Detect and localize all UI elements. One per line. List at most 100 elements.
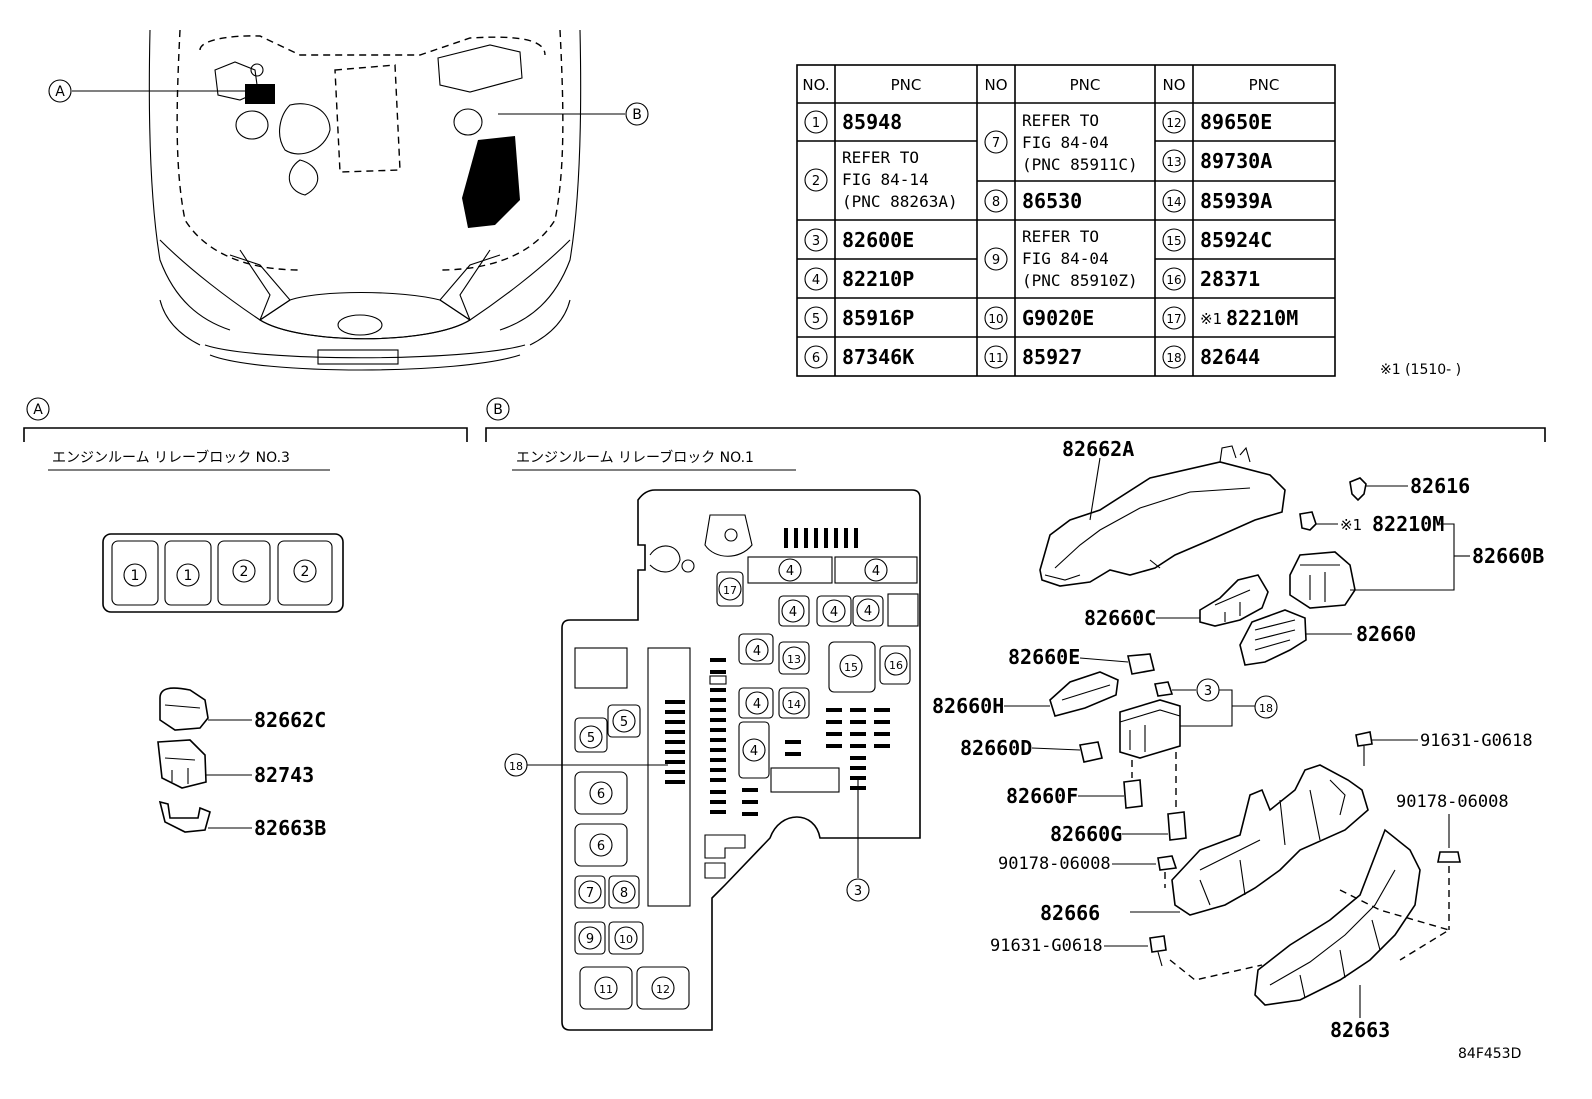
table-footnote: ※1 (1510- ) xyxy=(1380,362,1461,378)
part-bolt-91631-top: 91631-G0618 xyxy=(1355,731,1533,766)
marker-b-overview: B xyxy=(625,102,649,126)
part-82662a-cover: 82662A xyxy=(1039,437,1286,587)
table-row: 2 REFER TO FIG 84-14 (PNC 88263A) xyxy=(804,148,958,211)
callout-3-bottom: 3 xyxy=(846,780,870,902)
parts-table: NO. PNC NO PNC NO PNC 1 85948 2 REFER TO… xyxy=(796,64,1336,377)
svg-text:4: 4 xyxy=(786,564,794,579)
part-82210m: ※1 82210M xyxy=(1299,511,1455,591)
svg-text:82660C: 82660C xyxy=(1084,606,1156,630)
svg-text:FIG 84-14: FIG 84-14 xyxy=(842,170,929,189)
section-a-bracket xyxy=(23,427,468,442)
svg-text:FIG 84-04: FIG 84-04 xyxy=(1022,133,1109,152)
table-header: NO. PNC NO PNC NO PNC xyxy=(802,76,1279,94)
svg-text:REFER TO: REFER TO xyxy=(842,148,919,167)
part-82663b: 82663B xyxy=(158,800,326,840)
svg-text:5: 5 xyxy=(812,312,820,327)
svg-text:※1: ※1 xyxy=(1200,310,1222,328)
svg-text:86530: 86530 xyxy=(1022,189,1082,213)
part-82660d: 82660D xyxy=(960,736,1103,763)
svg-text:PNC: PNC xyxy=(1070,76,1101,94)
svg-text:5: 5 xyxy=(587,731,595,746)
svg-text:82644: 82644 xyxy=(1200,345,1260,369)
marker-a-section: A xyxy=(26,397,50,421)
part-nut-90178-right: 90178-06008 xyxy=(1396,792,1509,863)
part-82660f: 82660F xyxy=(1006,779,1143,809)
svg-text:4: 4 xyxy=(753,697,761,712)
svg-text:91631-G0618: 91631-G0618 xyxy=(990,936,1103,956)
marker-a-overview: A xyxy=(48,79,72,103)
svg-text:3: 3 xyxy=(854,884,862,899)
relay-block-no3: 1 1 2 2 xyxy=(102,533,344,613)
svg-text:8: 8 xyxy=(620,886,628,901)
table-row: 18 82644 xyxy=(1162,345,1260,369)
svg-text:90178-06008: 90178-06008 xyxy=(998,854,1111,874)
vehicle-overview xyxy=(72,29,625,371)
svg-text:10: 10 xyxy=(988,312,1003,326)
relay-block-no3-location xyxy=(245,84,275,104)
part-relay-3: 3 xyxy=(1154,678,1220,702)
svg-text:13: 13 xyxy=(1166,155,1181,169)
part-82660g: 82660G xyxy=(1050,811,1187,846)
svg-text:82210M: 82210M xyxy=(1372,512,1444,536)
part-82660: 82660 xyxy=(1239,609,1416,666)
svg-text:12: 12 xyxy=(1166,116,1181,130)
part-82663: 82663 xyxy=(1254,828,1421,1042)
svg-text:14: 14 xyxy=(787,698,801,711)
svg-text:85924C: 85924C xyxy=(1200,228,1272,252)
svg-text:17: 17 xyxy=(1166,312,1181,326)
part-82660e: 82660E xyxy=(1008,645,1155,675)
svg-text:6: 6 xyxy=(812,351,820,366)
table-row: 3 82600E xyxy=(804,228,914,252)
table-row: 17 ※1 82210M xyxy=(1162,306,1298,330)
svg-text:16: 16 xyxy=(889,659,903,672)
svg-text:4: 4 xyxy=(812,273,820,288)
svg-text:4: 4 xyxy=(872,564,880,579)
part-bolt-91631-bottom: 91631-G0618 xyxy=(990,935,1167,967)
svg-text:3: 3 xyxy=(1204,684,1212,699)
svg-text:4: 4 xyxy=(753,644,761,659)
section-b-title: エンジンルーム リレーブロック NO.1 xyxy=(516,449,754,466)
table-row: 15 85924C xyxy=(1162,228,1272,252)
svg-text:4: 4 xyxy=(750,744,758,759)
svg-text:16: 16 xyxy=(1166,273,1181,287)
svg-text:6: 6 xyxy=(597,839,605,854)
svg-text:7: 7 xyxy=(586,886,594,901)
table-row: 6 87346K xyxy=(804,345,914,369)
svg-text:※1: ※1 xyxy=(1340,516,1362,534)
svg-text:(PNC 85910Z): (PNC 85910Z) xyxy=(1022,271,1138,290)
svg-text:91631-G0618: 91631-G0618 xyxy=(1420,731,1533,751)
part-82743: 82743 xyxy=(157,739,314,789)
svg-text:18: 18 xyxy=(1166,351,1181,365)
section-b-bracket xyxy=(485,427,1546,442)
svg-text:15: 15 xyxy=(1166,234,1181,248)
svg-text:8: 8 xyxy=(992,195,1000,210)
svg-text:82660H: 82660H xyxy=(932,694,1004,718)
svg-text:9: 9 xyxy=(992,253,1000,268)
svg-text:82663B: 82663B xyxy=(254,816,326,840)
svg-text:10: 10 xyxy=(619,933,633,946)
svg-text:85927: 85927 xyxy=(1022,345,1082,369)
svg-text:82743: 82743 xyxy=(254,763,314,787)
svg-text:PNC: PNC xyxy=(891,76,922,94)
svg-text:13: 13 xyxy=(787,653,801,666)
svg-text:15: 15 xyxy=(844,661,858,674)
section-a-title: エンジンルーム リレーブロック NO.3 xyxy=(52,449,290,466)
table-row: 9 REFER TO FIG 84-04 (PNC 85910Z) xyxy=(984,227,1138,290)
svg-text:82600E: 82600E xyxy=(842,228,914,252)
callout-18-left: 18 xyxy=(504,753,668,777)
svg-text:REFER TO: REFER TO xyxy=(1022,227,1099,246)
table-row: 12 89650E xyxy=(1162,110,1272,134)
svg-text:B: B xyxy=(632,107,642,123)
svg-text:12: 12 xyxy=(656,983,670,996)
svg-text:REFER TO: REFER TO xyxy=(1022,111,1099,130)
svg-text:82662A: 82662A xyxy=(1062,437,1134,461)
svg-text:82662C: 82662C xyxy=(254,708,326,732)
svg-text:90178-06008: 90178-06008 xyxy=(1396,792,1509,812)
marker-b-section: B xyxy=(486,397,510,421)
svg-text:A: A xyxy=(55,84,65,100)
table-row: 5 85916P xyxy=(804,306,914,330)
table-row: 8 86530 xyxy=(984,189,1082,213)
svg-text:82660D: 82660D xyxy=(960,736,1032,760)
table-row: 16 28371 xyxy=(1162,267,1260,291)
